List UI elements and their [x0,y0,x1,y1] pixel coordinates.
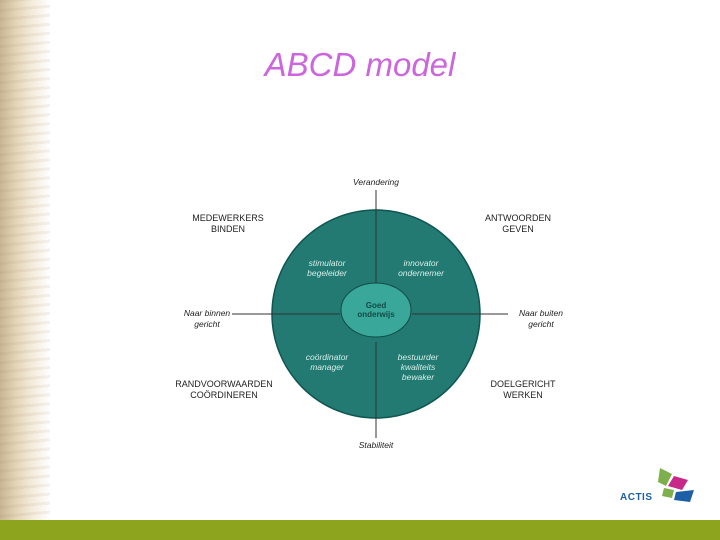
decorative-side-strip [0,0,50,540]
actis-logo-text: ACTIS [620,492,653,503]
role-top-left: stimulator begeleider [307,258,347,278]
actis-logo [658,468,694,502]
center-ellipse [340,282,412,338]
quadrant-label-top-right: ANTWOORDEN GEVEN [485,213,551,234]
center-label: Goed onderwijs [357,301,395,319]
role-bottom-right: bestuurder kwaliteits bewaker [397,352,439,382]
quadrant-label-bottom-right: DOELGERICHT WERKEN [490,379,556,400]
quadrant-label-top-left: MEDEWERKERS BINDEN [192,213,264,234]
bottom-bar [0,520,720,540]
role-bottom-left: coördinator manager [305,352,349,372]
quadrant-label-bottom-left: RANDVOORWAARDEN COÖRDINEREN [175,379,273,400]
axis-label-right: Naar buiten gericht [519,308,563,329]
role-top-right: innovator ondernemer [398,258,444,278]
axis-label-bottom: Stabiliteit [358,440,394,450]
axis-label-top: Verandering [353,177,399,187]
axis-label-left: Naar binnen gericht [183,308,231,329]
slide-title: ABCD model [264,46,456,83]
